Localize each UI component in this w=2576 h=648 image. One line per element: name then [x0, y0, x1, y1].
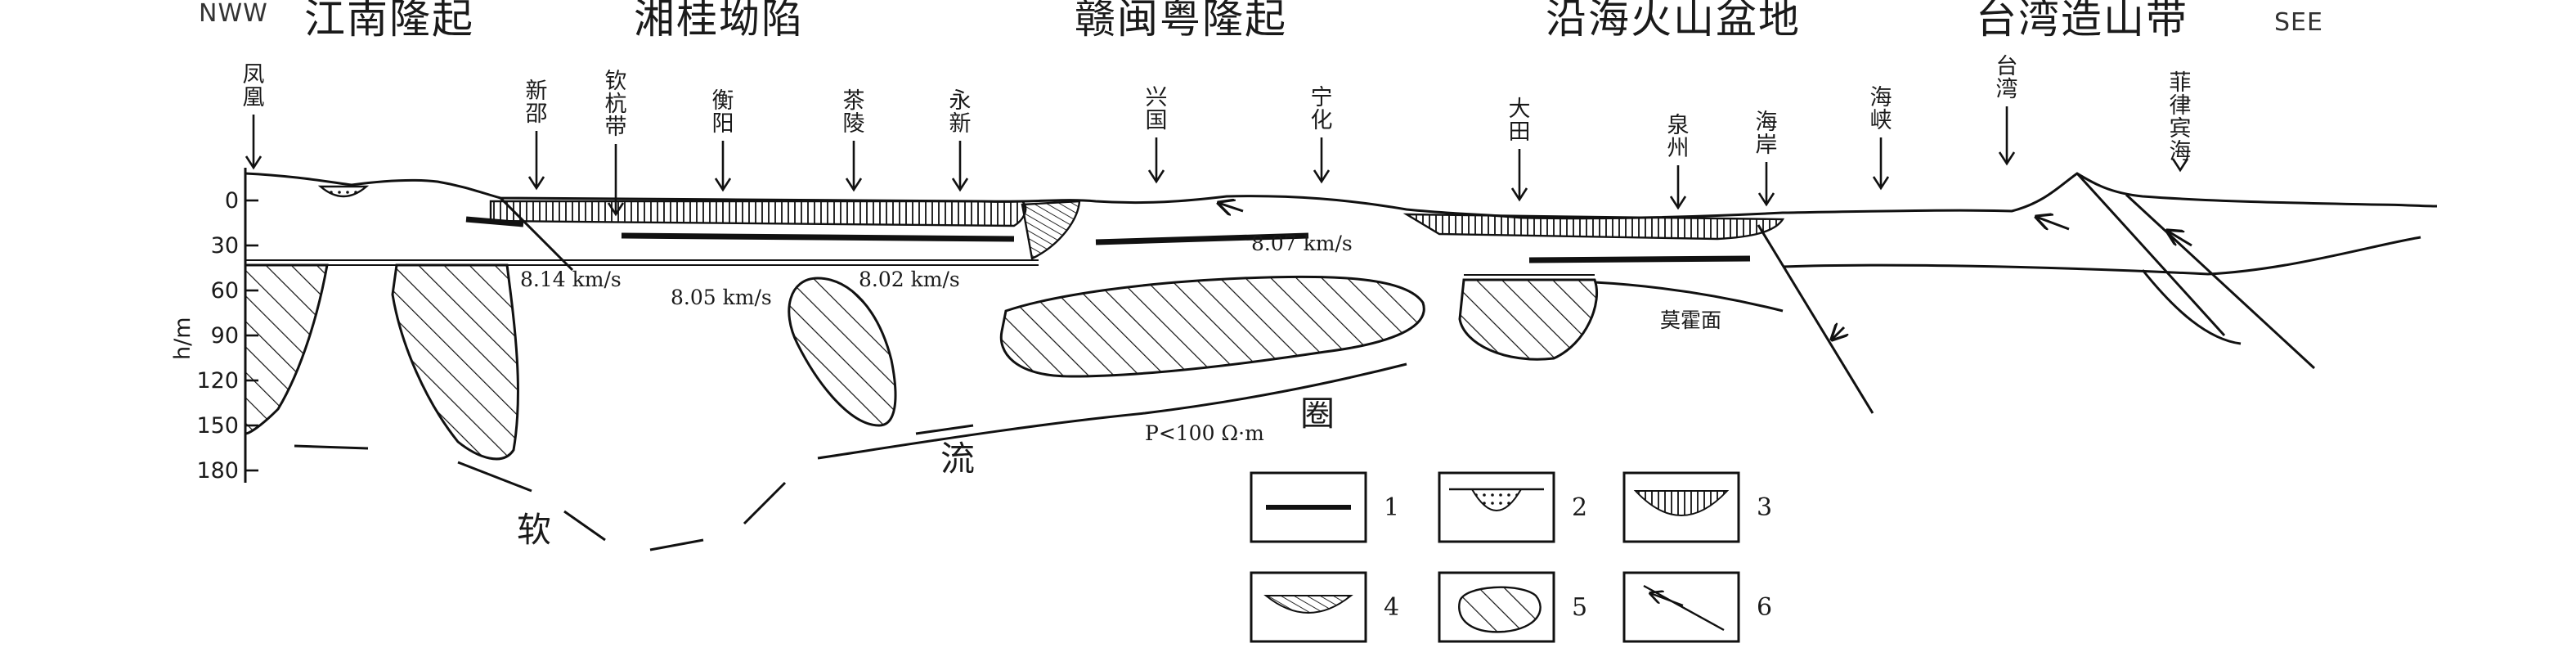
svg-text:宾: 宾: [2170, 116, 2192, 142]
svg-text:海: 海: [1756, 110, 1778, 135]
strata-xianggui: [489, 200, 1027, 227]
velocity-label-2: 8.05 km/s: [671, 286, 772, 309]
legend-item-5: 5: [1438, 571, 1587, 643]
region-title-jiangnan: 江南隆起: [304, 0, 474, 43]
depth-axis-label: h/m: [170, 317, 195, 360]
svg-text:湾: 湾: [1996, 77, 2018, 102]
legend-item-3: 3: [1622, 471, 1772, 543]
region-title-xianggui: 湘桂坳陷: [634, 0, 804, 43]
asthenosphere-char-1: 软: [517, 510, 551, 550]
place-marker-fenghuang: 凤凰: [243, 62, 265, 170]
legend-label-4: 4: [1384, 593, 1399, 622]
resistivity-label: P<100 Ω·m: [1145, 421, 1264, 445]
place-marker-xingguo: 兴国: [1146, 85, 1168, 184]
left-direction-label: NWW: [199, 0, 268, 28]
place-marker-haian: 海岸: [1756, 110, 1778, 207]
legend-item-6: 6: [1622, 571, 1772, 643]
svg-text:化: 化: [1311, 108, 1333, 133]
asthenosphere-char-3: 圈: [1300, 394, 1335, 434]
depth-axis-ticks: 0 30 60 90 120 150 180: [196, 188, 258, 484]
moho-label: 莫霍面: [1660, 308, 1721, 332]
place-marker-hengyang: 衡阳: [712, 88, 734, 192]
place-marker-taiwan: 台湾: [1996, 54, 2018, 166]
legend-label-1: 1: [1384, 493, 1399, 522]
velocity-label-3: 8.02 km/s: [859, 268, 960, 291]
svg-text:新: 新: [949, 111, 972, 137]
legend-item-4: 4: [1250, 571, 1399, 643]
svg-text:州: 州: [1667, 136, 1690, 161]
legend-label-5: 5: [1572, 593, 1587, 622]
depth-tick-label: 180: [196, 458, 239, 484]
place-marker-qinhang: 钦杭带: [605, 69, 627, 217]
strata-coastal: [1402, 213, 1785, 241]
asthenosphere-char-2: 流: [940, 439, 975, 479]
velocity-label-4: 8.07 km/s: [1251, 232, 1353, 255]
right-direction-label: SEE: [2274, 8, 2323, 37]
svg-text:带: 带: [605, 115, 627, 140]
place-marker-ninghua: 宁化: [1311, 85, 1333, 184]
depth-tick-label: 60: [211, 278, 239, 304]
svg-text:律: 律: [2170, 93, 2192, 119]
legend-label-6: 6: [1757, 593, 1772, 622]
region-title-taiwan-orogen: 台湾造山带: [1976, 0, 2188, 43]
place-markers: 凤凰新邵钦杭带衡阳茶陵永新兴国宁化大田泉州海岸海峡台湾菲律宾海: [243, 54, 2192, 217]
svg-text:凰: 凰: [243, 85, 265, 110]
svg-text:钦: 钦: [605, 69, 627, 94]
place-marker-quanzhou: 泉州: [1667, 113, 1690, 210]
svg-text:衡: 衡: [712, 88, 734, 114]
place-marker-chaling: 茶陵: [843, 88, 865, 192]
svg-text:海: 海: [1870, 85, 1892, 110]
depth-tick-label: 30: [211, 233, 239, 259]
region-title-ganminyue: 赣闽粤隆起: [1075, 0, 1287, 43]
svg-text:泉: 泉: [1667, 113, 1690, 138]
svg-text:陵: 陵: [843, 111, 865, 137]
svg-text:峡: 峡: [1870, 108, 1892, 133]
svg-text:杭: 杭: [605, 92, 627, 117]
depth-tick-label: 120: [196, 368, 239, 394]
svg-text:凤: 凤: [243, 62, 265, 88]
svg-text:兴: 兴: [1146, 85, 1168, 110]
svg-text:田: 田: [1509, 119, 1531, 145]
svg-text:宁: 宁: [1311, 85, 1333, 110]
basin-sediment-jiangnan: [317, 185, 370, 198]
svg-text:永: 永: [949, 88, 972, 114]
svg-text:邵: 邵: [526, 101, 548, 127]
low-velocity-bodies: [244, 263, 1599, 461]
svg-text:岸: 岸: [1756, 133, 1778, 158]
lithosphere-base: [817, 236, 2421, 460]
place-marker-yongxin: 永新: [949, 88, 972, 192]
region-title-coastal-volcanic: 沿海火山盆地: [1546, 0, 1801, 43]
velocity-label-1: 8.14 km/s: [520, 268, 622, 291]
moho-dotted-band: [245, 259, 1595, 280]
legend: 1 2 3 4 5 6: [1250, 471, 1772, 643]
svg-text:菲: 菲: [2170, 70, 2192, 96]
place-marker-xinshao: 新邵: [526, 79, 548, 191]
depth-tick-label: 90: [211, 323, 239, 349]
svg-text:新: 新: [526, 79, 548, 104]
legend-label-3: 3: [1757, 493, 1772, 522]
svg-text:国: 国: [1146, 108, 1168, 133]
legend-label-2: 2: [1572, 493, 1587, 522]
svg-text:茶: 茶: [843, 88, 865, 114]
lens-dense-hatch: [1021, 200, 1081, 260]
svg-text:阳: 阳: [712, 111, 734, 137]
faults: [499, 172, 2316, 414]
svg-text:台: 台: [1996, 54, 2018, 79]
asthenosphere-arcs: [294, 424, 974, 551]
depth-tick-label: 150: [196, 413, 239, 439]
legend-item-1: 1: [1250, 471, 1399, 543]
place-marker-haixia: 海峡: [1870, 85, 1892, 191]
legend-item-2: 2: [1438, 471, 1587, 543]
place-marker-datian: 大田: [1509, 97, 1531, 202]
mid-crust-reflectors: [465, 216, 1751, 263]
svg-text:大: 大: [1509, 97, 1531, 122]
svg-text:海: 海: [2170, 139, 2192, 164]
depth-tick-label: 0: [225, 188, 239, 214]
